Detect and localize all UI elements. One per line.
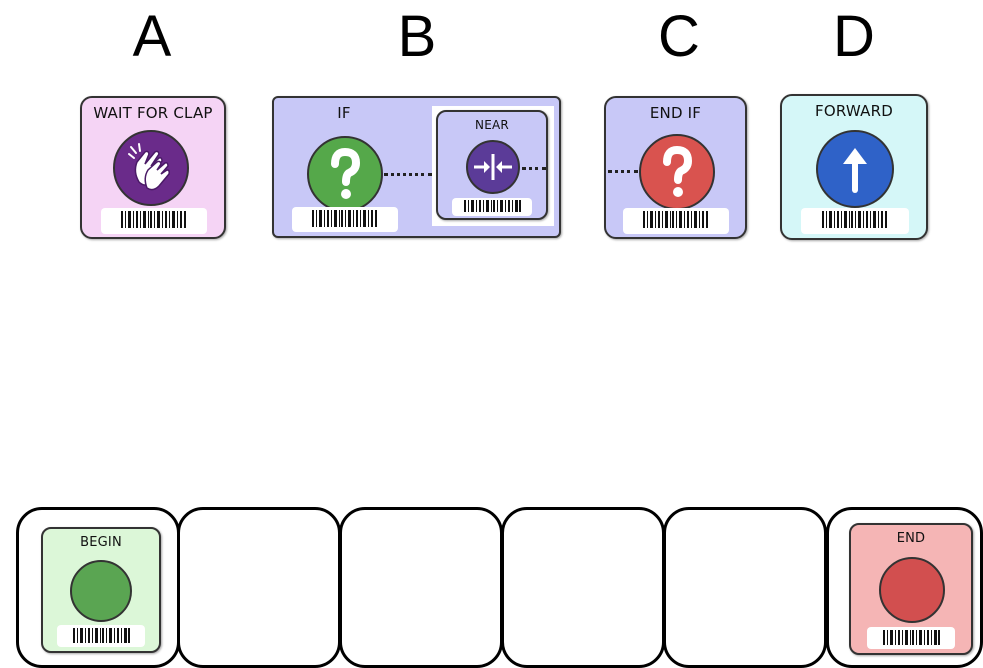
label-c: C [658,4,700,69]
if-label: IF [337,104,351,122]
barcode [623,208,729,234]
barcode [292,207,398,232]
connector-dots [522,167,546,170]
connector-dots [608,170,638,173]
wait-for-clap-card[interactable]: WAIT FOR CLAP [80,96,226,239]
near-sensor-frame: NEAR [432,106,554,226]
end-card[interactable]: END [849,523,973,655]
label-d: D [833,4,875,69]
end-if-card[interactable]: END IF [604,96,747,239]
begin-card[interactable]: BEGIN [41,527,161,653]
begin-label: BEGIN [80,535,122,550]
program-slot-end[interactable]: END [826,507,983,668]
end-circle-icon [879,557,945,623]
barcode [57,625,145,647]
barcode [101,208,207,234]
question-mark-icon [307,136,383,212]
program-slot-begin[interactable]: BEGIN [16,507,180,668]
up-arrow-icon [816,130,894,208]
program-slot-1[interactable] [177,507,341,668]
wait-for-clap-label: WAIT FOR CLAP [93,104,213,122]
barcode [867,627,955,649]
label-a: A [132,4,172,69]
program-slot-3[interactable] [501,507,665,668]
label-b: B [397,4,437,69]
program-slot-4[interactable] [663,507,827,668]
clap-hands-icon [113,130,189,206]
barcode [452,198,532,216]
end-label: END [896,531,926,546]
near-arrows-icon [466,140,520,194]
if-block-card[interactable]: IF NEAR [272,96,561,238]
begin-circle-icon [70,560,132,622]
barcode [801,208,909,234]
near-sensor-card[interactable]: NEAR [436,110,548,220]
forward-card[interactable]: FORWARD [780,94,928,240]
end-if-label: END IF [649,104,702,122]
connector-dots [384,173,432,176]
program-slot-2[interactable] [339,507,503,668]
question-mark-icon [639,134,715,210]
forward-label: FORWARD [815,102,893,120]
near-label: NEAR [475,118,509,132]
